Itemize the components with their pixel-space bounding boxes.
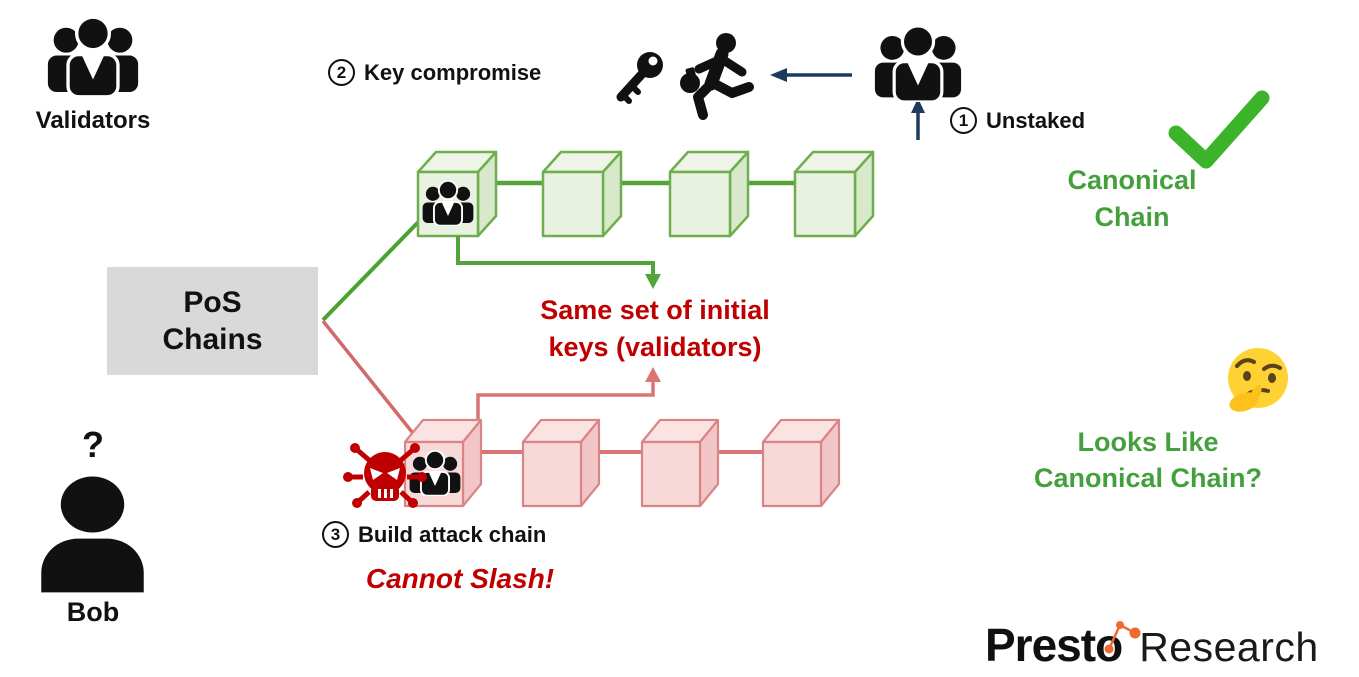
looks-like-canonical-label: Looks Like Canonical Chain? [1033, 427, 1263, 493]
attack-block-4 [761, 418, 841, 508]
step-3-label: Build attack chain [358, 521, 547, 547]
step-unstaked: 1 Unstaked [950, 107, 1085, 134]
step-2-label: Key compromise [364, 59, 542, 85]
cannot-slash-label: Cannot Slash! [365, 563, 555, 594]
unstaked-validators-icon [873, 25, 963, 102]
attack-block-2 [521, 418, 601, 508]
thinking-face-emoji [1228, 348, 1288, 412]
malware-skull-icon [343, 443, 427, 508]
canonical-block-4 [793, 150, 875, 238]
bob-person-icon [41, 476, 144, 593]
attack-keys-arrow [476, 367, 661, 419]
running-thief-icon [680, 33, 754, 120]
same-keys-label: Same set of initial keys (validators) [540, 295, 770, 362]
bob-label: Bob [66, 597, 120, 627]
key-icon [616, 52, 663, 104]
canonical-chain-label: Canonical Chain [1067, 165, 1197, 232]
pos-chains-line2: Chains [162, 323, 263, 356]
step-build-attack-chain: 3 Build attack chain [322, 521, 546, 548]
logo-brand-text: Prest [985, 619, 1096, 671]
checkmark-icon [1168, 90, 1270, 169]
pos-chains-box: PoS Chains [107, 267, 318, 375]
logo-o-mark: o [1095, 618, 1141, 672]
canonical-keys-arrow [456, 236, 661, 289]
escape-arrow [770, 68, 852, 82]
logo-research-text: Research [1139, 624, 1319, 670]
validators-label: Validators [35, 107, 151, 134]
canonical-chain-blocks [416, 150, 875, 238]
attack-block-3 [640, 418, 720, 508]
step-3-badge: 3 [322, 521, 349, 548]
step-1-badge: 1 [950, 107, 977, 134]
bob-question-mark: ? [82, 424, 104, 465]
presto-research-logo: Prest o Research [985, 618, 1319, 672]
attack-chain-blocks [403, 418, 841, 508]
genesis-validators-icon-attack [408, 450, 462, 496]
validators-group-icon [46, 16, 140, 97]
canonical-block-3 [668, 150, 750, 238]
step-1-label: Unstaked [986, 107, 1086, 133]
canonical-fork-line [321, 208, 432, 322]
genesis-validators-icon-canonical [421, 180, 475, 226]
canonical-block-2 [541, 150, 623, 238]
unstake-arrow [911, 98, 925, 140]
pos-chains-line1: PoS [183, 286, 242, 319]
step-2-badge: 2 [328, 59, 355, 86]
attack-fork-line [321, 319, 426, 449]
step-key-compromise: 2 Key compromise [328, 59, 541, 86]
